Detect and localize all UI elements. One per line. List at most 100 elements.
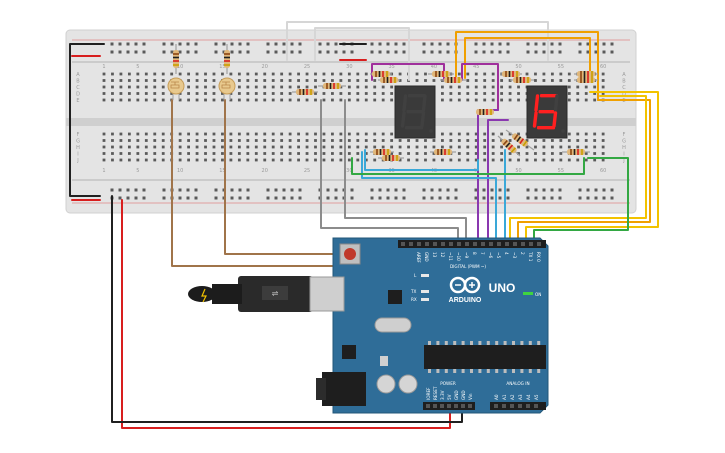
terminal-hole — [280, 145, 284, 149]
terminal-hole — [449, 132, 453, 136]
terminal-hole — [390, 92, 394, 95]
terminal-hole — [381, 132, 385, 136]
analog-pin-label: A2 — [510, 394, 515, 400]
terminal-hole — [441, 92, 444, 95]
rail-hole — [118, 42, 122, 46]
terminal-hole — [364, 145, 368, 149]
rail-hole — [378, 42, 382, 46]
terminal-hole — [593, 139, 597, 142]
terminal-hole — [593, 92, 597, 95]
header-pin — [465, 242, 469, 246]
resistor[interactable] — [292, 89, 318, 95]
rail-hole — [238, 42, 242, 46]
terminal-hole — [127, 79, 131, 82]
resistor[interactable] — [562, 149, 590, 155]
terminal-hole — [601, 132, 605, 136]
segment-dp — [561, 129, 565, 133]
small-cap — [380, 356, 388, 366]
terminal-hole — [271, 72, 275, 76]
resistor[interactable] — [476, 109, 494, 115]
rail-hole — [610, 196, 614, 200]
seven-segment-display-right[interactable] — [526, 85, 568, 139]
header-pin — [417, 242, 421, 246]
terminal-hole — [161, 92, 165, 95]
terminal-hole — [254, 132, 258, 136]
rail-hole — [134, 188, 138, 192]
resistor[interactable] — [497, 135, 521, 157]
terminal-hole — [263, 72, 267, 76]
terminal-hole — [347, 92, 351, 95]
resistor[interactable] — [173, 44, 179, 74]
photoresistor[interactable] — [167, 77, 185, 100]
terminal-hole — [195, 132, 199, 136]
reset-button[interactable] — [344, 248, 356, 260]
resistor[interactable] — [500, 71, 522, 77]
resistor[interactable] — [378, 77, 400, 83]
terminal-hole — [331, 98, 334, 102]
resistor[interactable] — [370, 71, 392, 77]
resistor[interactable] — [574, 71, 598, 77]
resistor[interactable] — [510, 77, 534, 83]
terminal-hole — [466, 85, 470, 89]
power-pin-label: 3.3V — [440, 390, 445, 400]
crystal — [374, 317, 412, 333]
terminal-hole — [550, 79, 554, 82]
terminal-hole — [314, 152, 317, 155]
digital-label: DIGITAL (PWM ~) — [450, 264, 486, 269]
terminal-hole — [483, 139, 487, 142]
chip-leg — [478, 341, 482, 345]
chip-leg — [436, 341, 440, 345]
capacitor-1 — [376, 374, 396, 394]
rail-hole — [446, 188, 450, 192]
row-letter-right: D — [622, 91, 626, 97]
terminal-hole — [263, 145, 267, 149]
resistor[interactable] — [430, 149, 456, 155]
resistor[interactable] — [224, 44, 230, 74]
terminal-hole — [322, 152, 326, 155]
terminal-hole — [119, 158, 123, 162]
terminal-hole — [246, 92, 250, 95]
rail-hole — [394, 50, 398, 54]
rail-hole — [350, 196, 354, 200]
terminal-hole — [305, 158, 309, 162]
terminal-hole — [314, 145, 317, 149]
rail-hole — [446, 42, 450, 46]
row-letter-left: I — [77, 151, 78, 157]
resistor[interactable] — [505, 129, 535, 151]
resistor[interactable] — [318, 83, 346, 89]
resistor[interactable] — [440, 77, 466, 83]
resistor[interactable] — [428, 71, 454, 77]
rx-led — [421, 298, 429, 301]
wire-orange-3 — [517, 99, 651, 249]
terminal-hole — [212, 145, 216, 149]
seven-segment-display-left[interactable] — [394, 85, 436, 139]
column-number-bottom: 55 — [558, 168, 564, 174]
header-pin — [440, 404, 444, 408]
chip-leg — [503, 341, 507, 345]
photoresistor[interactable] — [218, 77, 236, 100]
terminal-hole — [364, 132, 368, 136]
terminal-hole — [339, 152, 343, 155]
resistor[interactable] — [370, 149, 394, 155]
terminal-hole — [246, 139, 250, 142]
terminal-hole — [584, 92, 588, 95]
terminal-hole — [441, 85, 444, 89]
rail-hole — [230, 196, 234, 200]
row-letter-left: A — [76, 72, 80, 78]
terminal-hole — [119, 152, 123, 155]
row-letter-right: H — [622, 145, 626, 151]
terminal-hole — [576, 145, 580, 149]
terminal-hole — [127, 145, 131, 149]
rail-hole — [438, 42, 442, 46]
rail-hole — [350, 188, 354, 192]
chip-leg — [478, 369, 482, 373]
terminal-hole — [297, 145, 300, 149]
terminal-hole — [195, 85, 199, 89]
terminal-hole — [102, 132, 106, 136]
resistor[interactable] — [574, 77, 598, 83]
wire-orange-1 — [455, 31, 599, 101]
header-pin — [426, 404, 430, 408]
terminal-hole — [322, 158, 326, 162]
terminal-hole — [424, 139, 427, 142]
resistor[interactable] — [378, 155, 404, 161]
